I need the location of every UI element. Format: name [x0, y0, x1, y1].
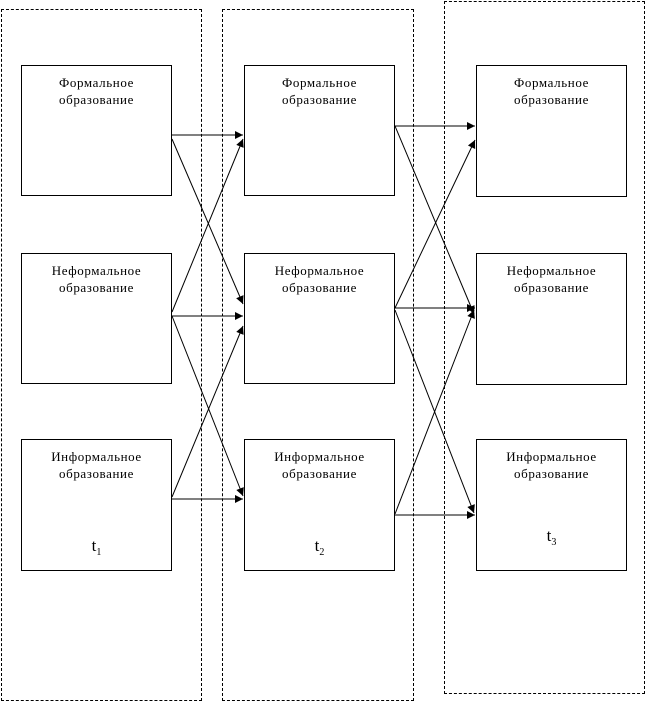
- box-nonformal-t1: Неформальное образование: [21, 253, 172, 384]
- column-frame-1: [1, 9, 202, 701]
- box-label-line1: Формальное: [282, 75, 357, 90]
- box-label-line2: образование: [514, 466, 589, 481]
- box-label-line2: образование: [514, 280, 589, 295]
- box-label-line2: образование: [282, 92, 357, 107]
- time-label-t3: t3: [546, 526, 557, 548]
- box-label-line1: Информальное: [506, 449, 597, 464]
- box-formal-t2: Формальное образование: [244, 65, 395, 196]
- box-nonformal-t2: Неформальное образование: [244, 253, 395, 384]
- box-nonformal-t3: Неформальное образование: [476, 253, 627, 385]
- arrow-nonformal2-formal3: [394, 139, 476, 309]
- arrow-nonformal1-formal2: [171, 138, 244, 313]
- box-informal-t1: Информальное образование t1: [21, 439, 172, 571]
- box-informal-t2: Информальное образование t2: [244, 439, 395, 571]
- column-frame-2: [222, 9, 414, 701]
- box-label-line2: образование: [282, 280, 357, 295]
- box-label-line1: Неформальное: [506, 263, 597, 278]
- arrow-formal2-nonformal3: [394, 125, 475, 315]
- arrow-formal1-nonformal2: [171, 138, 244, 305]
- box-label-line1: Информальное: [274, 449, 365, 464]
- box-label-line2: образование: [59, 466, 134, 481]
- box-label-line2: образование: [59, 280, 134, 295]
- box-label-line2: образование: [59, 92, 134, 107]
- box-label-line1: Формальное: [59, 75, 134, 90]
- box-label-line2: образование: [282, 466, 357, 481]
- box-informal-t3: Информальное образование t3: [476, 439, 627, 571]
- box-label-line2: образование: [514, 92, 589, 107]
- box-formal-t1: Формальное образование: [21, 65, 172, 196]
- box-label-line1: Неформальное: [51, 263, 142, 278]
- box-label-line1: Формальное: [514, 75, 589, 90]
- time-label-t1: t1: [91, 536, 102, 558]
- arrow-informal2-nonformal3: [394, 309, 475, 515]
- arrow-nonformal1-informal2: [171, 315, 244, 497]
- box-label-line1: Неформальное: [274, 263, 365, 278]
- arrow-informal1-nonformal2: [171, 325, 244, 498]
- box-label-line1: Информальное: [51, 449, 142, 464]
- box-formal-t3: Формальное образование: [476, 65, 627, 197]
- time-label-t2: t2: [314, 536, 325, 558]
